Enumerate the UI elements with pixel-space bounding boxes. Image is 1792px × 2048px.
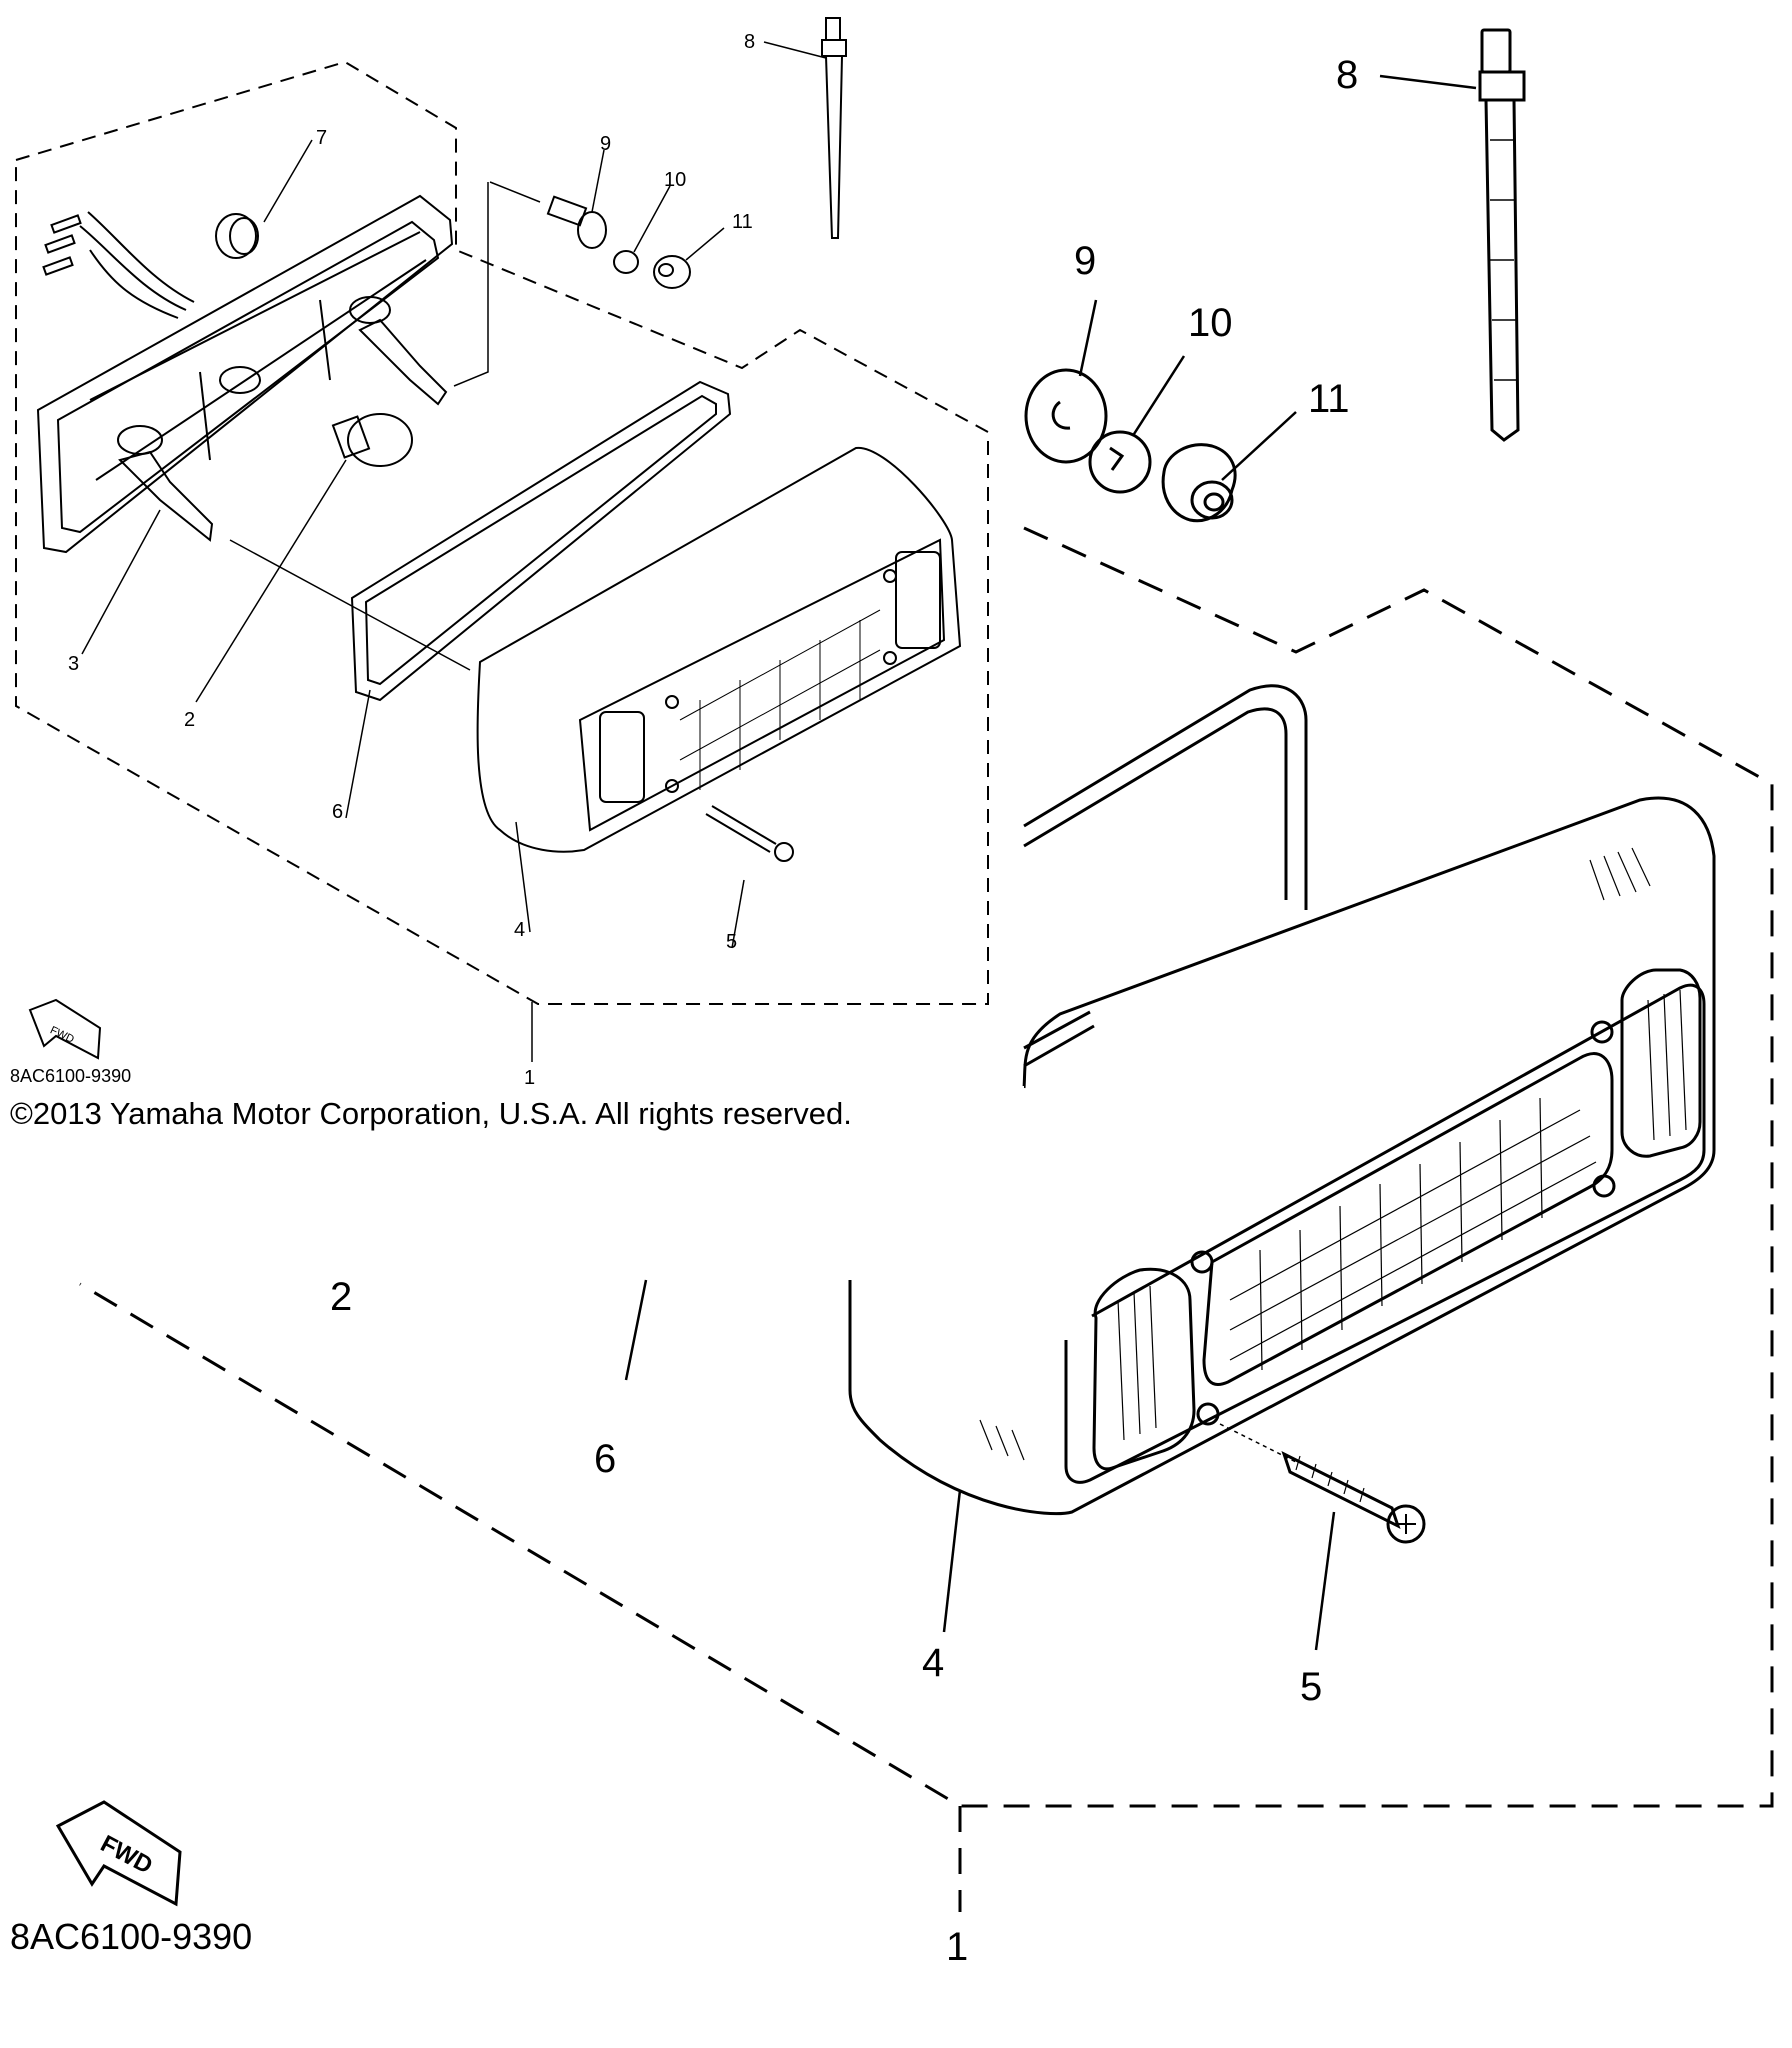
gasket-part xyxy=(352,382,730,700)
zoomed-cable-tie-part xyxy=(1480,30,1524,440)
cable-tie-part xyxy=(822,18,846,238)
zoomed-lens-part xyxy=(850,798,1714,1514)
callout-6-small: 6 xyxy=(332,801,343,823)
zoomed-screw-part xyxy=(1220,1424,1424,1542)
callout-3-small: 3 xyxy=(68,653,79,675)
callout-4-small: 4 xyxy=(514,919,525,941)
fwd-label-small: FWD xyxy=(48,1024,76,1045)
zoomed-diagram xyxy=(58,30,1772,1912)
callout-10-large: 10 xyxy=(1188,301,1233,345)
callout-9-small: 9 xyxy=(600,133,611,155)
zoomed-washer-part xyxy=(1090,432,1150,492)
diagram-code-large: 8AC6100-9390 xyxy=(10,1916,253,1957)
copyright-notice: ©2013 Yamaha Motor Corporation, U.S.A. A… xyxy=(10,1096,852,1131)
callout-11-small: 11 xyxy=(732,211,753,233)
callout-5-large: 5 xyxy=(1300,1665,1322,1709)
callout-2-small: 2 xyxy=(184,709,195,731)
zoomed-callouts: 1 2 4 5 6 8 9 10 11 FWD xyxy=(96,53,1358,1969)
lens-part xyxy=(478,448,960,852)
copyright-backdrop xyxy=(0,1086,1024,1140)
lens-hatching xyxy=(980,848,1686,1460)
callout-1-small: 1 xyxy=(524,1067,535,1089)
zoomed-boundary-dashed xyxy=(80,528,1772,1806)
screw-part xyxy=(706,806,793,861)
overview-diagram xyxy=(16,18,988,1062)
grommet-part xyxy=(216,214,258,258)
housing-part xyxy=(38,196,452,552)
fwd-arrow-large-icon xyxy=(58,1802,180,1904)
bulb-part xyxy=(333,414,412,466)
callout-4-large: 4 xyxy=(922,1641,944,1685)
fwd-label-large: FWD xyxy=(96,1830,157,1879)
callout-5-small: 5 xyxy=(726,931,737,953)
zoomed-gasket-part xyxy=(1024,686,1306,1066)
callout-2-large: 2 xyxy=(330,1275,352,1319)
callout-10-small: 10 xyxy=(664,169,686,191)
overview-callouts: 1 2 3 4 5 6 7 8 9 10 11 FWD xyxy=(48,31,755,1089)
callout-8-small: 8 xyxy=(744,31,755,53)
callout-7-small: 7 xyxy=(316,127,327,149)
fastener-parts xyxy=(548,197,690,288)
zoomed-leader-lines xyxy=(626,76,1476,1650)
fwd-arrow-small-icon xyxy=(30,1000,100,1058)
callout-8-large: 8 xyxy=(1336,53,1358,97)
callout-11-large: 11 xyxy=(1308,377,1350,421)
diagram-code-small: 8AC6100-9390 xyxy=(10,1066,132,1086)
callout-9-large: 9 xyxy=(1074,239,1096,283)
leader-lines xyxy=(82,42,826,1062)
zoomed-nut-part xyxy=(1163,445,1235,521)
assembly-boundary-dashed xyxy=(16,62,988,1004)
callout-6-large: 6 xyxy=(594,1437,616,1481)
callout-1-large: 1 xyxy=(946,1925,968,1969)
reflector-grid xyxy=(1230,1098,1596,1370)
zoomed-collar-part xyxy=(1026,370,1106,462)
